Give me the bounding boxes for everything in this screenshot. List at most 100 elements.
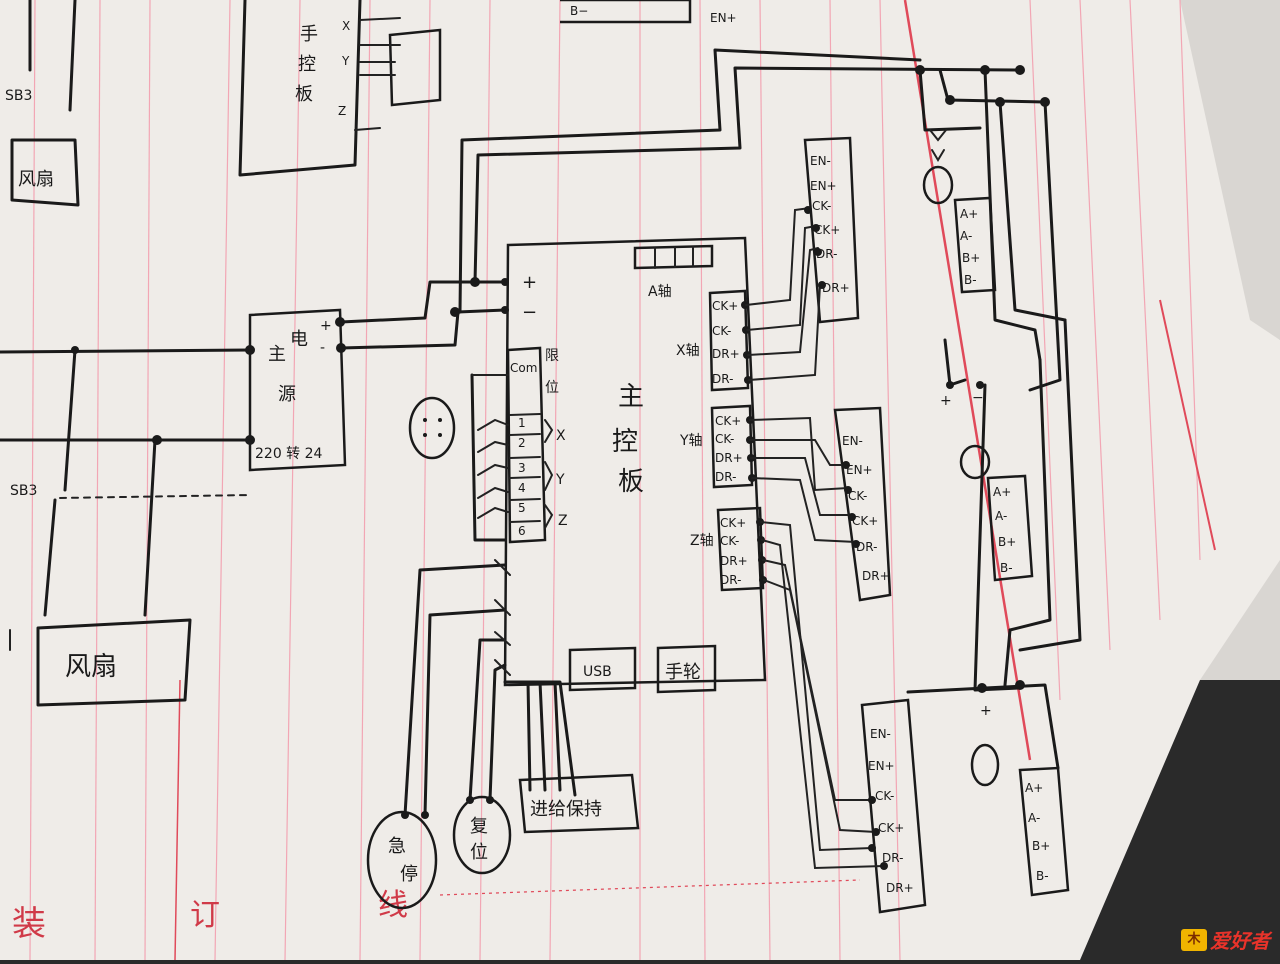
- d2-dr-plus: DR+: [862, 569, 890, 583]
- psu-plus: +: [320, 318, 332, 334]
- top-left-fan-group: 风扇 SB3: [5, 0, 80, 207]
- estop-char-ting: 停: [400, 864, 418, 885]
- d2-motor-symbol: [959, 444, 991, 480]
- z-pin-drminus: DR-: [720, 573, 741, 587]
- axis-y-pins: CK+ CK- DR+ DR- Y轴: [679, 404, 754, 489]
- top-board-pin-x: X: [342, 19, 350, 33]
- d2-ck-plus: CK+: [852, 514, 878, 528]
- y-axis-label: Y轴: [679, 433, 703, 449]
- d1-ck-plus: CK+: [814, 223, 840, 237]
- psu-char-dian: 电: [290, 329, 308, 350]
- x-axis-label: X轴: [676, 343, 700, 359]
- d3-power-plus: +: [980, 703, 992, 719]
- x-pin-drminus: DR-: [712, 372, 733, 386]
- limit-axis-z: Z: [558, 513, 568, 529]
- d3-dr-plus: DR+: [886, 881, 914, 895]
- z-axis-label: Z轴: [690, 533, 714, 549]
- top-board-char-1: 手: [300, 24, 318, 45]
- handwheel-port-label: 手轮: [665, 662, 701, 683]
- d1-a-minus: A-: [960, 229, 972, 243]
- margin-mark-zhuang: 装: [12, 904, 46, 944]
- feed-hold-label: 进给保持: [530, 799, 602, 820]
- bottom-dashed-line: [439, 879, 861, 896]
- fan-top-label: 风扇: [18, 169, 54, 190]
- sb-top-label: SB3: [5, 88, 32, 104]
- x-pin-ckminus: CK-: [712, 324, 731, 338]
- limit-pin-3: 3: [518, 461, 526, 475]
- d3-ck-plus: CK+: [878, 821, 904, 835]
- d1-b-plus: B+: [962, 251, 980, 265]
- limit-com-label: Com: [510, 361, 537, 375]
- limit-pin-2: 2: [518, 436, 526, 450]
- d2-en-minus: EN-: [842, 434, 863, 448]
- main-board-minus: −: [522, 302, 537, 323]
- binding-line: [174, 679, 181, 961]
- x-pin-drplus: DR+: [712, 347, 740, 361]
- top-board-char-3: 板: [295, 84, 313, 105]
- emergency-stop-button: 急 停: [366, 810, 438, 910]
- y-pin-drplus: DR+: [715, 451, 743, 465]
- left-fan-group: 风扇 SB3: [0, 346, 252, 707]
- psu-minus: -: [320, 340, 325, 356]
- limit-pin-5: 5: [518, 501, 526, 515]
- d3-b-minus: B-: [1036, 869, 1049, 883]
- power-supply: 主 电 源 + - 220 转 24: [245, 308, 347, 472]
- main-board-char-zhu: 主: [618, 382, 644, 412]
- d3-a-plus: A+: [1025, 781, 1043, 795]
- reset-char-wei: 位: [470, 842, 488, 863]
- ruled-lines: [29, 0, 1201, 961]
- main-board-char-ban: 板: [618, 467, 644, 497]
- top-board-char-2: 控: [298, 54, 316, 75]
- reset-button: 复 位: [452, 795, 512, 875]
- driver-2: EN- EN+ CK- CK+ DR- DR+ A+ A- B+ B- + −: [833, 390, 1034, 602]
- watermark-brand: 爱好者: [1210, 929, 1270, 953]
- limit-axis-y: Y: [555, 472, 565, 488]
- limit-switch-block: Com 限 位 1 2 3 4 5 6 X Y Z: [470, 346, 568, 544]
- d1-en-plus: EN+: [810, 179, 837, 193]
- z-pin-drplus: DR+: [720, 554, 748, 568]
- z-pin-ckplus: CK+: [720, 516, 746, 530]
- d2-power-plus: +: [940, 393, 952, 409]
- axis-x-pins: CK+ CK- DR+ DR- X轴: [676, 289, 750, 392]
- limit-pin-4: 4: [518, 481, 526, 495]
- d2-b-plus: B+: [998, 535, 1016, 549]
- psu-char-yuan: 源: [278, 384, 296, 405]
- main-board-char-kong: 控: [612, 427, 638, 457]
- top-snip-enplus: EN+: [710, 11, 737, 25]
- a-axis-label: A轴: [648, 284, 672, 300]
- reset-char-fu: 复: [470, 816, 488, 837]
- watermark-logo: 木: [1181, 928, 1207, 951]
- d2-dr-minus: DR-: [856, 540, 877, 554]
- main-control-board: 主 控 板 + − A轴 USB 手轮: [503, 236, 767, 694]
- y-pin-ckminus: CK-: [715, 432, 734, 446]
- d2-a-plus: A+: [993, 485, 1011, 499]
- d2-power-minus: −: [972, 390, 984, 406]
- limit-title-xian: 限: [545, 348, 559, 364]
- d1-b-minus: B-: [964, 273, 977, 287]
- margin-mark-ding: 订: [190, 898, 220, 933]
- margin-red-line-2: [1159, 299, 1216, 551]
- d3-ck-minus: CK-: [875, 789, 894, 803]
- top-board-pin-y: Y: [341, 54, 350, 68]
- limit-axis-x: X: [556, 428, 566, 444]
- top-board-pin-z: Z: [338, 104, 346, 118]
- feed-hold-button: 进给保持: [518, 773, 640, 834]
- d3-motor-symbol: [970, 743, 1000, 787]
- estop-char-ji: 急: [388, 836, 406, 857]
- y-pin-ckplus: CK+: [715, 414, 741, 428]
- d1-ck-minus: CK-: [812, 199, 831, 213]
- d2-b-minus: B-: [1000, 561, 1013, 575]
- d3-en-plus: EN+: [868, 759, 895, 773]
- psu-char-zhu: 主: [268, 344, 286, 365]
- limit-switch-symbol: [408, 396, 456, 460]
- d1-motor-symbol: [922, 165, 954, 205]
- limit-title-wei: 位: [545, 380, 559, 396]
- psu-voltage-label: 220 转 24: [255, 446, 323, 462]
- top-snip-bminus: B−: [570, 4, 588, 18]
- d1-en-minus: EN-: [810, 154, 831, 168]
- z-pin-ckminus: CK-: [720, 534, 739, 548]
- d3-a-minus: A-: [1028, 811, 1040, 825]
- axis-z-pins: CK+ CK- DR+ DR- Z轴: [690, 506, 765, 592]
